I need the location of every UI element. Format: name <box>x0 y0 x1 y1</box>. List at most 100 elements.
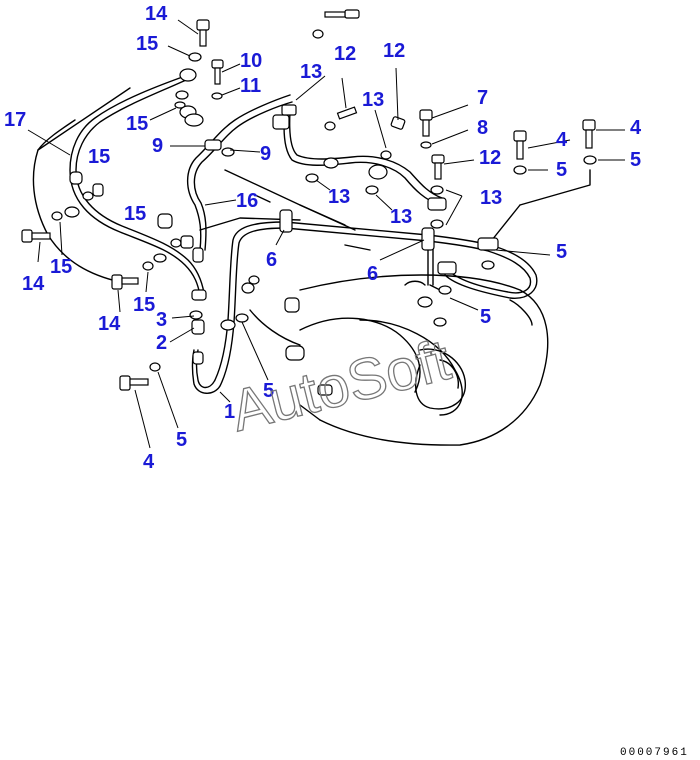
callout-16: 16 <box>236 190 258 212</box>
callout-11: 11 <box>240 75 261 97</box>
washer-5-e <box>417 296 433 308</box>
callout-4: 4 <box>143 451 155 473</box>
lockwasher-11 <box>211 92 223 100</box>
washer-15-f <box>142 261 154 271</box>
elbow-2 <box>191 319 205 335</box>
hardware-parts <box>21 9 597 396</box>
clamp-13-cap <box>281 104 297 116</box>
clamp-13-mid <box>323 157 339 169</box>
washer-5-f <box>433 317 447 327</box>
watermark: AutoSoft <box>225 327 457 444</box>
bolt-12-mid <box>324 106 358 131</box>
grommet-c <box>157 213 173 229</box>
clip-9a <box>204 139 222 151</box>
grommet-a <box>69 171 83 185</box>
callout-4: 4 <box>630 117 642 139</box>
clamp-13-top <box>272 114 290 130</box>
callout-9: 9 <box>152 135 163 157</box>
document-number: 00007961 <box>620 747 689 759</box>
callout-5: 5 <box>263 380 274 402</box>
bolt-12-upper <box>324 9 360 19</box>
washer-5-c <box>481 260 495 270</box>
callout-15: 15 <box>136 33 158 55</box>
callout-14: 14 <box>98 313 121 335</box>
washer-15-left <box>51 211 63 221</box>
callout-labels: 14 15 10 11 17 15 9 9 15 15 16 13 12 12 … <box>4 3 642 473</box>
callout-4: 4 <box>556 129 568 151</box>
washer-13-col <box>430 185 444 195</box>
pipe-assembly <box>69 74 591 394</box>
callout-14: 14 <box>145 3 168 25</box>
callout-13: 13 <box>300 61 322 83</box>
callout-7: 7 <box>477 87 488 109</box>
washer-15-b <box>175 90 189 100</box>
clip-9b <box>221 147 235 157</box>
grommet-body <box>284 297 300 313</box>
fitting-1 <box>192 351 204 365</box>
callout-13: 13 <box>390 206 412 228</box>
callout-17: 17 <box>4 109 26 131</box>
bolt-4-right-b <box>582 119 596 149</box>
callout-10: 10 <box>240 50 262 72</box>
bolt-4-bottom <box>119 375 149 391</box>
callout-1: 1 <box>224 401 235 423</box>
bolt-14-left <box>21 229 51 243</box>
bolt-10 <box>211 59 224 85</box>
banjo-mid <box>192 247 204 263</box>
callout-12: 12 <box>383 40 405 62</box>
callout-9: 9 <box>260 143 271 165</box>
washer-15-e <box>153 253 167 263</box>
washer-15-c <box>82 191 94 201</box>
callout-15: 15 <box>126 113 148 135</box>
washer-5-d <box>438 285 452 295</box>
washer-3 <box>189 310 203 320</box>
connector-6-left <box>279 209 293 233</box>
washer-13-lower <box>430 219 444 229</box>
washer-13 <box>305 173 319 183</box>
banjo-bottom <box>191 289 207 301</box>
callout-12: 12 <box>334 43 356 65</box>
washer-15-top <box>188 52 202 62</box>
clamp-13-col <box>427 197 447 211</box>
callout-2: 2 <box>156 332 167 354</box>
plug-body <box>285 345 305 361</box>
callout-15: 15 <box>133 294 155 316</box>
callout-6: 6 <box>266 249 277 271</box>
callout-13: 13 <box>362 89 384 111</box>
clamp-mid-right <box>437 261 457 275</box>
leader-lines <box>27 19 625 449</box>
callout-5: 5 <box>556 241 567 263</box>
washer-small <box>174 101 186 109</box>
washer-15-d <box>170 238 182 248</box>
callout-5: 5 <box>556 159 567 181</box>
bolt-7 <box>419 109 433 137</box>
washer-5-a <box>513 165 527 175</box>
washer-5-bottom <box>149 362 161 372</box>
bolt-14-mid <box>111 274 139 290</box>
bolt-4-right-a <box>513 130 527 160</box>
washer-13-b <box>365 185 379 195</box>
callout-12: 12 <box>479 147 501 169</box>
washer-upper <box>312 29 324 39</box>
clamp-5 <box>241 282 255 294</box>
fitting-body-low <box>317 384 333 396</box>
washer-5-b <box>583 155 597 165</box>
lockwasher-8 <box>420 141 432 149</box>
bolt-12-column <box>431 154 445 180</box>
bolt-14-top <box>196 19 210 47</box>
grommet-d <box>180 235 194 249</box>
callout-15: 15 <box>124 203 146 225</box>
callout-14: 14 <box>22 273 45 295</box>
grommet-b <box>92 183 104 197</box>
washer-5-h <box>248 275 260 285</box>
bolt-12-right <box>380 116 406 160</box>
banjo-fitting-top <box>179 68 197 82</box>
callout-5: 5 <box>480 306 491 328</box>
callout-15: 15 <box>88 146 110 168</box>
connector-6-right <box>421 227 435 251</box>
callout-13: 13 <box>480 187 502 209</box>
callout-5: 5 <box>176 429 187 451</box>
callout-8: 8 <box>477 117 488 139</box>
callout-13: 13 <box>328 186 350 208</box>
